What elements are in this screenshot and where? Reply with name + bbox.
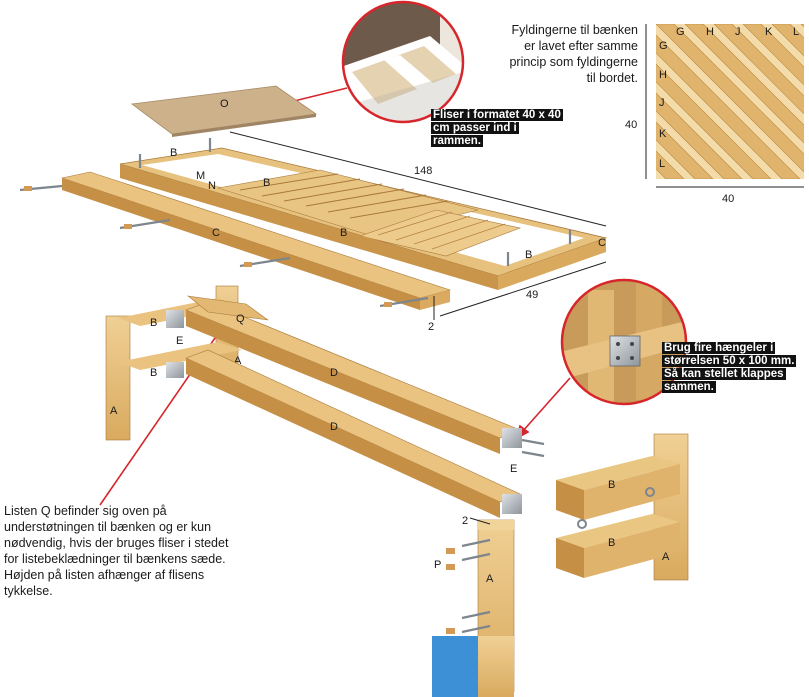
width-dimension-label: 49 [526, 289, 538, 301]
rail-label-d-lower: D [330, 421, 338, 433]
diagonal-slat [742, 24, 804, 86]
diagonal-slat [656, 24, 804, 173]
tile-o: O [130, 85, 318, 137]
tiles-note: Fliser i formatet 40 x 40 cm passer ind … [431, 109, 569, 148]
rail-label-c: C [212, 227, 220, 239]
panel-width-label: 40 [722, 193, 734, 205]
leg-label-a-inner: A [234, 355, 242, 367]
diagonal-slats [656, 24, 804, 179]
hinges-note: Brug fire hængeler i størrelsen 50 x 100… [662, 342, 804, 394]
seat-frame: B M N B B B C C 148 49 2 [19, 131, 608, 333]
panel-top-label-j: J [735, 26, 741, 38]
hinge-pointer-line [521, 377, 571, 433]
panel-top-label-l: L [793, 26, 799, 38]
leg-label-a-outer: A [110, 405, 118, 417]
leg-label-b-top: B [150, 317, 157, 329]
width-dimension-line [439, 261, 607, 317]
diagonal-slat [656, 63, 772, 179]
peg-label-p: P [434, 559, 441, 571]
front-leg-label-a: A [486, 573, 494, 585]
panel-side-label-g: G [659, 40, 668, 52]
gap-dimension-label: 2 [428, 321, 434, 333]
diagonal-slat [800, 24, 804, 28]
leg-label-b-bottom: B [150, 367, 157, 379]
panel-top-label-k: K [765, 26, 773, 38]
length-dimension-label: 148 [414, 165, 432, 177]
tile-frame-detail-ring [341, 0, 465, 124]
panel-side-label-j: J [659, 97, 665, 109]
diagonal-slat [656, 92, 743, 179]
strip-q-note: Listen Q befinder sig oven på understøtn… [4, 504, 229, 598]
right-leg-label-a: A [662, 551, 670, 563]
diagonal-slat [713, 24, 804, 115]
slat-panel-detail: 40 40 G H J K L G H J K L [625, 24, 804, 205]
panel-side-label-l: L [659, 158, 665, 170]
panel-side-label-k: K [659, 128, 667, 140]
long-rails: Q D D E [185, 295, 545, 518]
diagonal-slat [656, 121, 714, 179]
diagonal-slat [771, 24, 804, 57]
tiles-note-text: Fliser i formatet 40 x 40 cm passer ind … [431, 109, 563, 147]
frame-label-b-centre: B [263, 177, 270, 189]
panel-top-label-g: G [676, 26, 685, 38]
hinges-note-text: Brug fire hængeler i størrelsen 50 x 100… [662, 342, 797, 393]
tile-o-label: O [220, 98, 229, 110]
right-leg-label-b-top: B [608, 479, 615, 491]
rail-label-e-right: E [510, 463, 517, 475]
leg-gap-dimension-line [469, 517, 491, 525]
centre-slats [239, 173, 449, 219]
diagonal-slat [656, 150, 685, 179]
panel-height-label: 40 [625, 119, 637, 131]
frame-label-m: M [196, 170, 205, 182]
panel-side-label-h: H [659, 69, 667, 81]
frame-label-c-end: C [598, 237, 606, 249]
tile-frame-detail [341, 0, 465, 124]
frame-label-b-left: B [170, 147, 177, 159]
frame-label-b-right: B [525, 249, 532, 261]
right-leg-label-b-bottom: B [608, 537, 615, 549]
right-leg-frame: B B A [556, 433, 689, 581]
length-dimension-line [229, 131, 607, 227]
leg-gap-dimension-label: 2 [462, 515, 468, 527]
diagonal-slat [684, 24, 804, 144]
front-leg: A 2 P [432, 515, 515, 697]
frame-label-b-middle: B [340, 227, 347, 239]
rail-label-d-upper: D [330, 367, 338, 379]
panel-top-label-h: H [706, 26, 714, 38]
frame-label-n: N [208, 180, 216, 192]
leg-label-e-left: E [176, 335, 183, 347]
strip-label-q: Q [236, 313, 245, 325]
fill-principle-note: Fyldingerne til bænken er lavet efter sa… [509, 23, 638, 85]
diagonal-slat [656, 34, 801, 179]
